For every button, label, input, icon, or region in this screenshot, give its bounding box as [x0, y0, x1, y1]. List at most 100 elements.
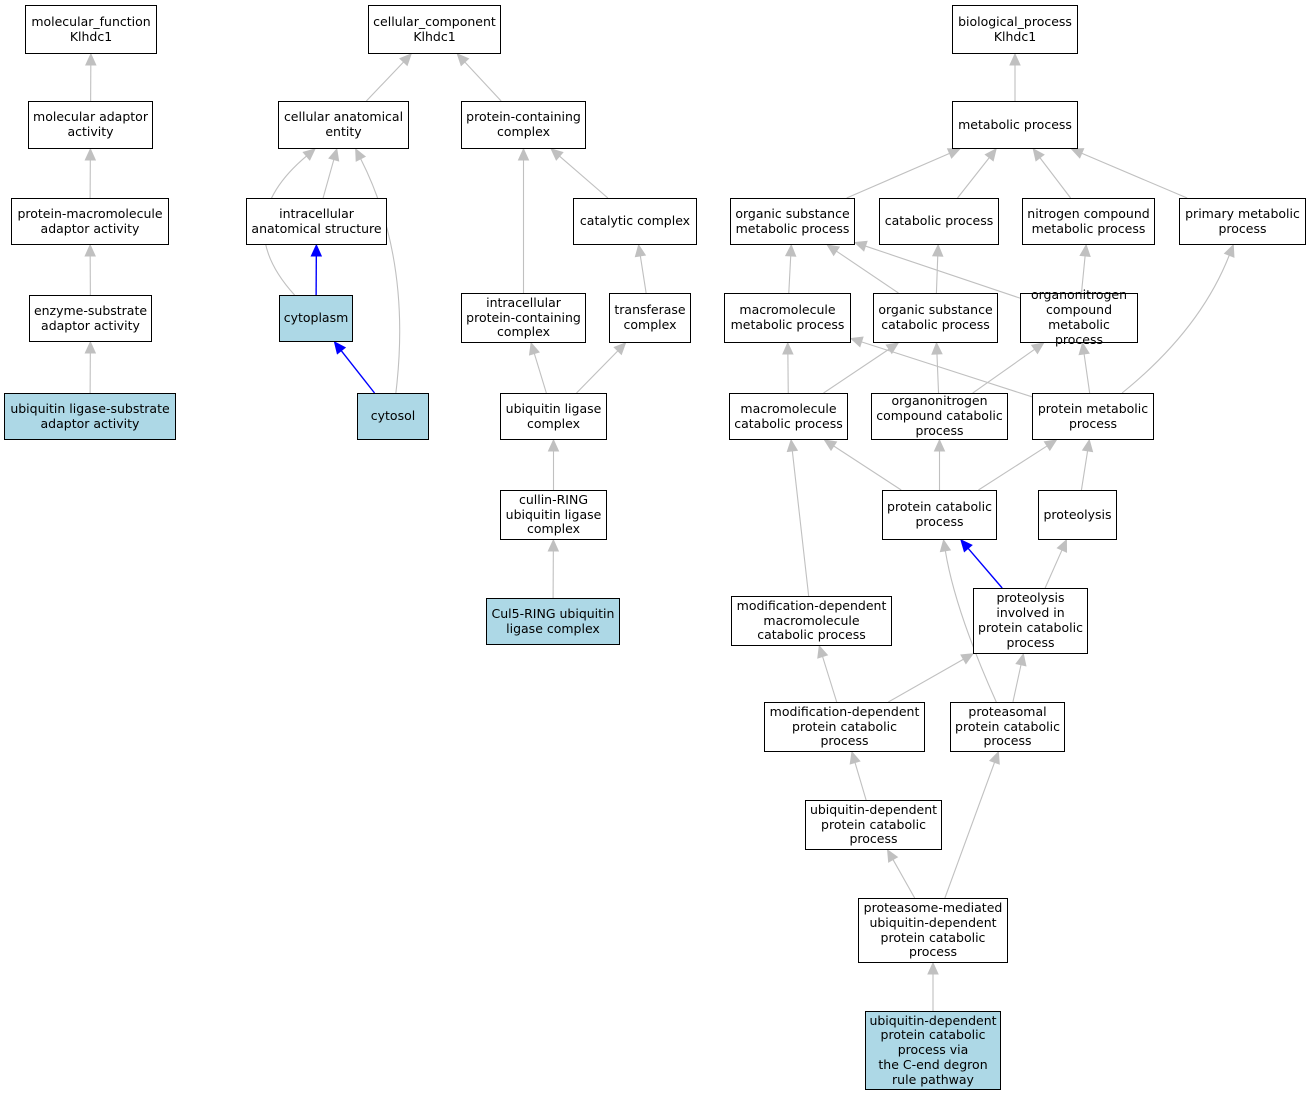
edge-pcp-to-prmp [978, 439, 1058, 491]
edge-pmudpcp-to-ppcp [944, 750, 1000, 899]
node-mdmcp[interactable]: modification-dependent macromolecule cat… [731, 596, 892, 646]
node-ias[interactable]: intracellular anatomical structure [246, 198, 387, 245]
node-mdpcp[interactable]: modification-dependent protein catabolic… [764, 702, 925, 752]
edge-arrowhead [85, 52, 97, 66]
edge-oncmp-to-ncmp [1079, 243, 1091, 294]
edge-pmp-to-mp [1070, 148, 1188, 199]
edge-line [788, 255, 792, 294]
edge-udpcp-to-mdpcp [849, 750, 867, 801]
edge-pmaa-to-mfa [84, 147, 97, 199]
node-mp[interactable]: metabolic process [952, 101, 1078, 149]
node-mmp[interactable]: macromolecule metabolic process [724, 293, 851, 343]
edge-line [967, 547, 1003, 589]
node-label: protein metabolic process [1037, 400, 1149, 431]
node-label: intracellular anatomical structure [251, 205, 382, 236]
edge-arrowhead [84, 147, 97, 161]
node-pmaa[interactable]: protein-macromolecule adaptor activity [11, 198, 169, 245]
node-pcc[interactable]: protein-containing complex [461, 101, 586, 149]
edge-mmp-to-osmp [784, 243, 797, 294]
node-mf[interactable]: molecular_function Klhdc1 [25, 5, 157, 54]
edge-catc-to-pcc [550, 148, 609, 199]
node-pcp[interactable]: protein catabolic process [882, 490, 997, 540]
edge-udcend-to-pmudpcp [927, 961, 939, 1011]
node-label: cellular anatomical entity [283, 109, 404, 139]
edge-ulc-to-ipcc [528, 341, 547, 394]
edge-esaa-to-pmaa [84, 243, 96, 296]
edge-ipcc-to-pcc [517, 147, 530, 293]
edge-arrowhead [960, 539, 973, 553]
edge-arrowhead [826, 244, 841, 257]
edge-arrowhead [84, 243, 96, 257]
node-cyto[interactable]: cytoplasm [279, 295, 353, 342]
node-label: cytosol [370, 408, 416, 424]
node-label: nitrogen compound metabolic process [1027, 205, 1150, 236]
node-esaa[interactable]: enzyme-substrate adaptor activity [29, 295, 152, 342]
node-pmudpcp[interactable]: proteasome-mediated ubiquitin-dependent … [858, 898, 1008, 963]
edge-arrowhead [984, 148, 997, 162]
edge-arrowhead [939, 538, 952, 553]
node-bp[interactable]: biological_process Klhdc1 [952, 5, 1078, 54]
edge-arrowhead [634, 243, 647, 258]
node-prot[interactable]: proteolysis [1038, 490, 1117, 540]
edge-line [936, 353, 940, 394]
edge-arrowhead [456, 53, 470, 67]
node-label: Cul5-RING ubiquitin ligase complex [491, 605, 615, 636]
node-label: protein-containing complex [466, 109, 581, 139]
node-catc[interactable]: catalytic complex [573, 198, 697, 245]
node-udcend[interactable]: ubiquitin-dependent protein catabolic pr… [865, 1011, 1001, 1090]
edge-line [1012, 664, 1022, 703]
edge-arrowhead [1032, 148, 1045, 162]
node-pipcp[interactable]: proteolysis involved in protein cataboli… [973, 588, 1088, 654]
edge-pmudpcp-to-udpcp [887, 848, 916, 899]
node-cul5[interactable]: Cul5-RING ubiquitin ligase complex [486, 598, 620, 645]
node-cp[interactable]: catabolic process [879, 198, 999, 245]
edge-line [944, 762, 996, 899]
edge-pcp-to-mcp [823, 439, 902, 491]
node-crulc[interactable]: cullin-RING ubiquitin ligase complex [500, 490, 607, 540]
edge-arrowhead [1009, 52, 1021, 66]
node-trc[interactable]: transferase complex [609, 293, 691, 343]
node-mcp[interactable]: macromolecule catabolic process [729, 393, 848, 440]
node-ppcp[interactable]: proteasomal protein catabolic process [950, 702, 1065, 752]
node-cc[interactable]: cellular_component Klhdc1 [368, 5, 501, 54]
node-label: ubiquitin ligase complex [505, 400, 602, 431]
node-udpcp[interactable]: ubiquitin-dependent protein catabolic pr… [805, 800, 942, 850]
node-ulc[interactable]: ubiquitin ligase complex [500, 393, 607, 440]
edge-line [1044, 549, 1063, 589]
node-label: proteasomal protein catabolic process [955, 703, 1060, 749]
edge-oscp-to-osmp [826, 244, 899, 294]
edge-arrowhead [1043, 439, 1058, 452]
edge-cp-to-mp [957, 148, 997, 199]
edge-arrowhead [823, 439, 838, 452]
node-cae[interactable]: cellular anatomical entity [278, 101, 409, 149]
node-label: macromolecule metabolic process [730, 302, 845, 332]
node-oncmp[interactable]: organonitrogen compound metabolic proces… [1020, 287, 1138, 347]
edge-ias-to-cae [322, 147, 340, 199]
node-ulsa[interactable]: ubiquitin ligase-substrate adaptor activ… [4, 393, 176, 440]
edge-arrowhead [333, 341, 347, 355]
node-cytosol[interactable]: cytosol [357, 393, 429, 440]
edge-line [823, 348, 890, 394]
node-label: protein catabolic process [887, 499, 992, 529]
node-prmp[interactable]: protein metabolic process [1032, 393, 1154, 440]
node-pmp[interactable]: primary metabolic process [1179, 198, 1306, 245]
edge-arrowhead [1078, 341, 1090, 356]
edge-line [340, 350, 376, 394]
node-label: ubiquitin ligase-substrate adaptor activ… [10, 400, 170, 431]
node-mfa[interactable]: molecular adaptor activity [28, 101, 153, 149]
node-osmp[interactable]: organic substance metabolic process [730, 198, 855, 245]
edge-mfa-to-mf [85, 52, 97, 102]
node-label: metabolic process [958, 116, 1072, 132]
node-oscp[interactable]: organic substance catabolic process [873, 293, 998, 343]
node-label: intracellular protein-containing complex [466, 294, 581, 340]
edge-arrowhead [849, 336, 864, 348]
node-ipcc[interactable]: intracellular protein-containing complex [461, 293, 586, 343]
edge-line [464, 61, 502, 102]
edge-line [836, 250, 899, 294]
node-ncmp[interactable]: nitrogen compound metabolic process [1022, 198, 1155, 245]
edge-line [1039, 157, 1072, 199]
node-onccp[interactable]: organonitrogen compound catabolic proces… [871, 393, 1008, 440]
edge-line [1080, 450, 1089, 491]
edge-arrowhead [960, 653, 975, 665]
node-label: organonitrogen compound metabolic proces… [1030, 287, 1128, 347]
